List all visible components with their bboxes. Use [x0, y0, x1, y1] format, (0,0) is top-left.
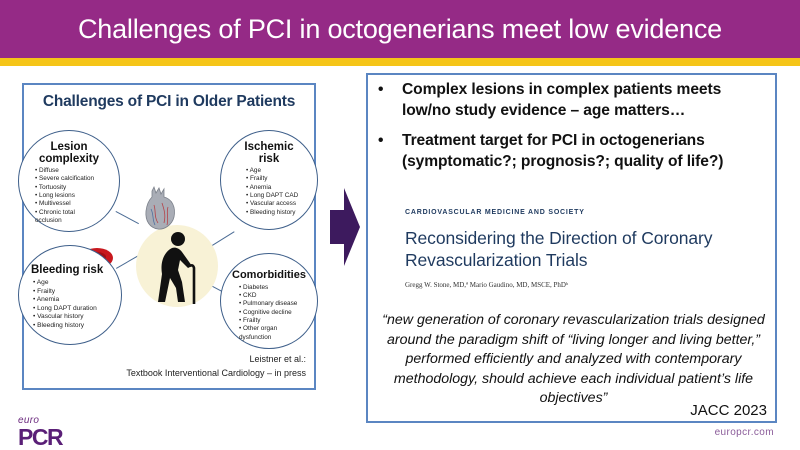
slide-title: Challenges of PCI in octogenerians meet …: [78, 13, 722, 44]
figure-panel: Challenges of PCI in Older Patients Lesi…: [18, 83, 318, 390]
arrow-right-icon: [330, 188, 360, 266]
bubble-list: Diabetes CKD Pulmonary disease Cognitive…: [239, 284, 317, 342]
list-item: Diabetes: [239, 284, 317, 292]
list-item: Bleeding history: [33, 322, 121, 331]
lesion-complexity-bubble: Lesion complexity Diffuse Severe calcifi…: [18, 130, 120, 232]
list-item: Long lesions: [35, 192, 119, 200]
list-item: Anemia: [246, 184, 317, 192]
elderly-person-with-cane-icon: [158, 232, 196, 304]
content-panel: • Complex lesions in complex patients me…: [366, 73, 777, 423]
bubble-heading: Ischemic risk: [244, 141, 294, 166]
list-item: Frailty: [239, 317, 317, 325]
list-item: Chronic total occlusion: [35, 209, 85, 226]
list-item: Frailty: [246, 175, 317, 183]
article-authors: Gregg W. Stone, MD,ª Mario Gaudino, MD, …: [405, 281, 569, 289]
bubble-heading: Bleeding risk: [31, 264, 104, 276]
list-item: Long DAPT duration: [33, 305, 121, 314]
heart-icon: [145, 185, 175, 230]
list-item: Long DAPT CAD: [246, 192, 317, 200]
bubble-list: Age Frailty Anemia Long DAPT CAD Vascula…: [246, 167, 317, 217]
bullet-list: • Complex lesions in complex patients me…: [378, 79, 773, 181]
list-item: Age: [33, 279, 121, 288]
bubble-heading: Lesion complexity: [38, 141, 100, 166]
quote-text: “new generation of coronary revasculariz…: [382, 312, 765, 407]
website-link[interactable]: europcr.com: [714, 427, 774, 438]
list-item: Bleeding history: [246, 209, 317, 217]
bullet-glyph: •: [378, 132, 384, 149]
comorbidities-bubble: Comorbidities Diabetes CKD Pulmonary dis…: [220, 253, 318, 349]
list-item: Diffuse: [35, 167, 119, 175]
list-item: Pulmonary disease: [239, 300, 317, 308]
bullet-item: • Treatment target for PCI in octogeneri…: [378, 132, 724, 170]
quote-source: JACC 2023: [690, 402, 767, 419]
europcr-logo: euro PCR: [18, 415, 64, 450]
connector-line: [115, 211, 139, 225]
ischemic-risk-bubble: Ischemic risk Age Frailty Anemia Long DA…: [220, 130, 318, 230]
list-item: Multivessel: [35, 200, 119, 208]
logo-large-text: PCR: [18, 424, 64, 450]
list-item: Tortuosity: [35, 184, 119, 192]
bullet-item: • Complex lesions in complex patients me…: [378, 81, 722, 119]
figure-title: Challenges of PCI in Older Patients: [42, 93, 296, 110]
list-item: Vascular access: [246, 200, 317, 208]
list-item: Severe calcification: [35, 175, 119, 183]
logo-small-text: euro: [18, 415, 40, 426]
list-item: Other organ dysfunction: [239, 325, 289, 342]
bubble-heading: Comorbidities: [232, 269, 306, 281]
list-item: Anemia: [33, 296, 121, 305]
list-item: Cognitive decline: [239, 309, 317, 317]
article-title: Reconsidering the Direction of Coronary …: [405, 228, 713, 270]
bubble-list: Diffuse Severe calcification Tortuosity …: [35, 167, 119, 225]
article-section-label: CARDIOVASCULAR MEDICINE AND SOCIETY: [405, 209, 585, 216]
list-item: CKD: [239, 292, 317, 300]
title-bar: Challenges of PCI in octogenerians meet …: [0, 0, 800, 58]
connector-line: [212, 231, 235, 246]
bubble-list: Age Frailty Anemia Long DAPT duration Va…: [33, 279, 121, 330]
bleeding-risk-bubble: Bleeding risk Age Frailty Anemia Long DA…: [18, 245, 122, 345]
bullet-glyph: •: [378, 81, 384, 98]
list-item: Frailty: [33, 288, 121, 297]
figure-citation: Leistner et al.: Textbook Interventional…: [126, 354, 306, 378]
accent-bar: [0, 58, 800, 66]
list-item: Age: [246, 167, 317, 175]
list-item: Vascular history: [33, 313, 121, 322]
